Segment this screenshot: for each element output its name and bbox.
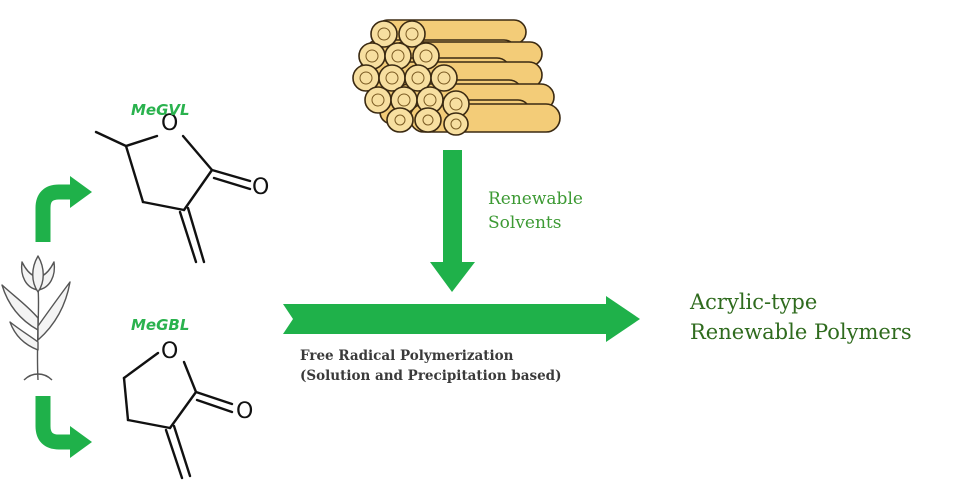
product-label: Acrylic-type Renewable Polymers [690, 287, 912, 347]
solvents-line-2: Solvents [488, 213, 562, 233]
megvl-carbonyl-oxygen: O [252, 175, 269, 200]
megbl-ring-oxygen: O [161, 339, 178, 364]
curved-arrow-down [35, 396, 72, 450]
process-line-2: (Solution and Precipitation based) [300, 368, 562, 384]
tulip-plant-icon [1, 255, 71, 381]
main-arrow-shaft [283, 304, 612, 334]
curved-arrow-up-head [70, 176, 92, 208]
solvents-line-1: Renewable [488, 189, 583, 209]
curved-arrow-up [35, 184, 72, 242]
process-line-1: Free Radical Polymerization [300, 348, 514, 364]
megbl-carbonyl-oxygen: O [236, 399, 253, 424]
megbl-label: MeGBL [131, 316, 190, 334]
solvent-arrow-head [430, 262, 475, 292]
main-arrow-head [606, 296, 640, 342]
curved-arrow-down-head [70, 426, 92, 458]
process-label: Free Radical Polymerization (Solution an… [300, 346, 562, 386]
log-pile-icon [352, 19, 561, 136]
log-rings-icon [359, 27, 463, 130]
megvl-ring-oxygen: O [161, 111, 178, 136]
megvl-structure [94, 130, 252, 264]
solvent-arrow-shaft [443, 150, 462, 270]
megvl-label: MeGVL [131, 101, 190, 119]
megbl-structure [122, 351, 234, 480]
solvents-label: Renewable Solvents [488, 187, 583, 235]
product-line-1: Acrylic-type [690, 290, 818, 314]
product-line-2: Renewable Polymers [690, 320, 912, 344]
